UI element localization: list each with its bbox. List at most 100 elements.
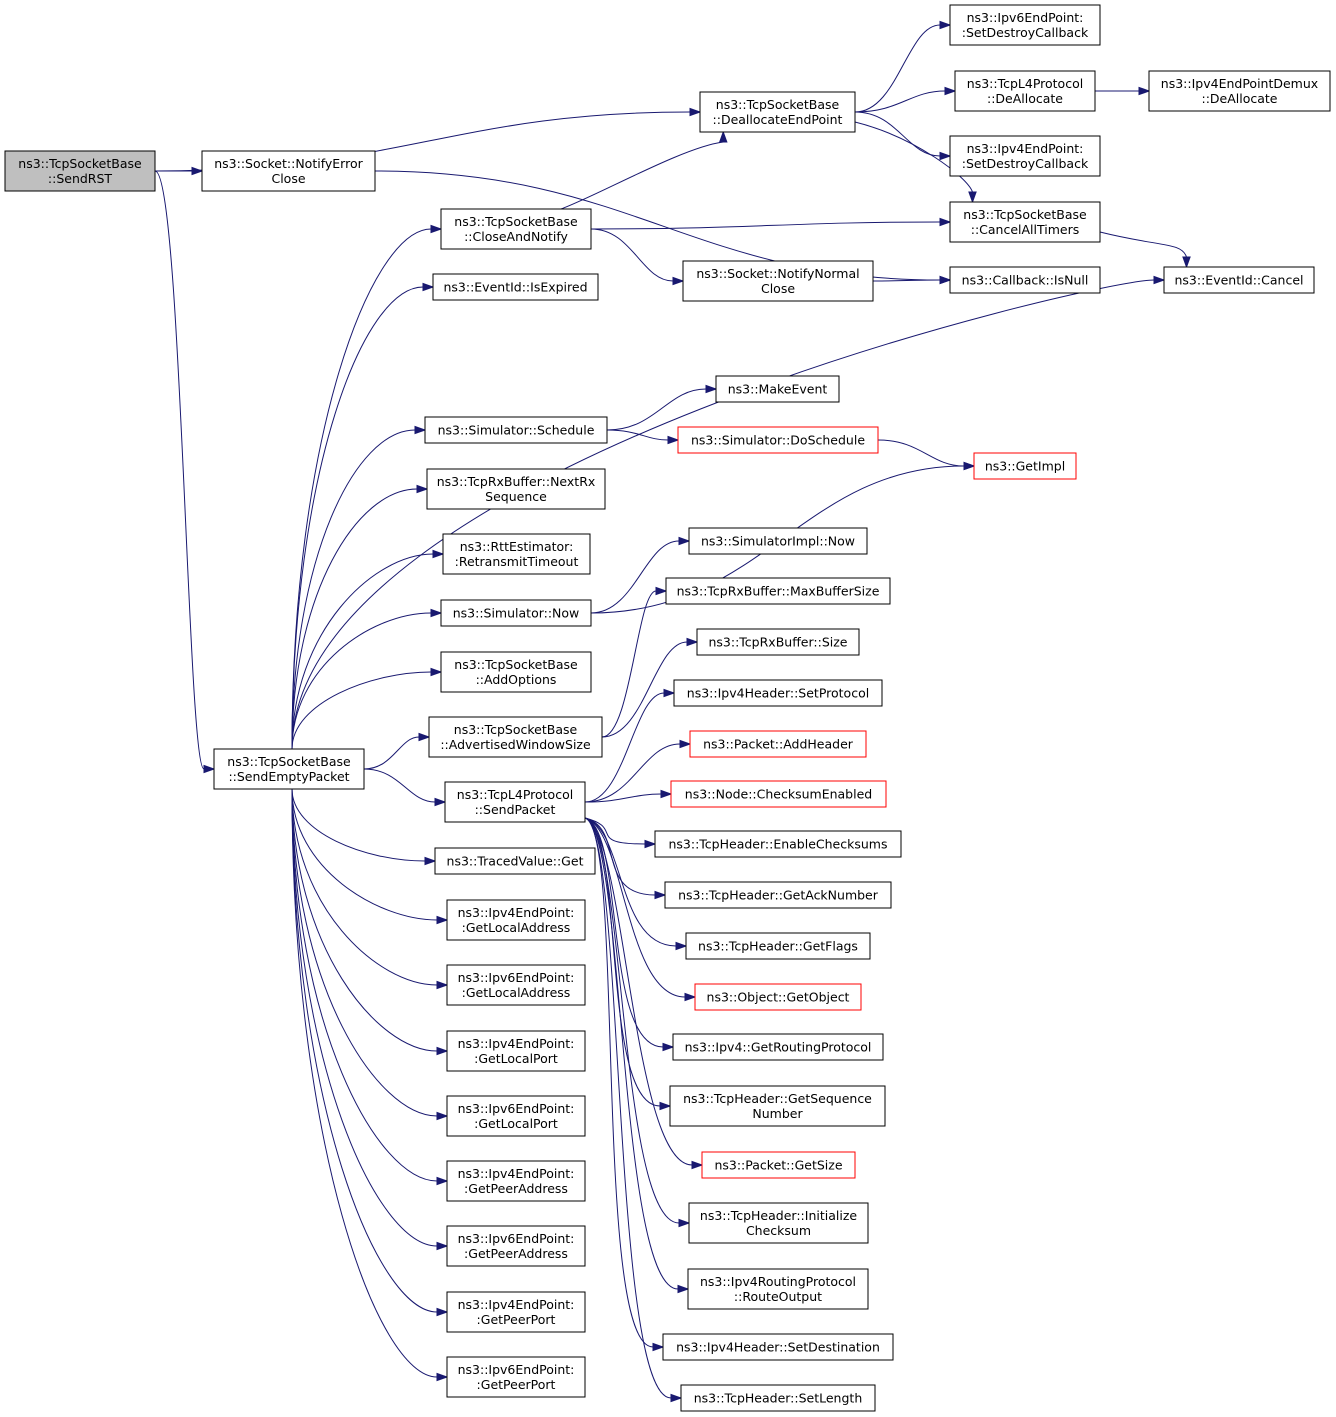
node-box	[444, 781, 586, 823]
node-max-buffer-size[interactable]: ns3::TcpRxBuffer::MaxBufferSize	[665, 577, 891, 605]
edge-send_empty_packet-to-add_options	[291, 667, 443, 750]
node-label-line: :GetLocalPort	[474, 1116, 558, 1131]
node-label-line: ns3::TcpSocketBase	[454, 657, 578, 672]
node-ipv4header-set-protocol[interactable]: ns3::Ipv4Header::SetProtocol	[673, 679, 883, 707]
node-send-rst[interactable]: ns3::TcpSocketBase::SendRST	[4, 150, 156, 192]
arrowhead	[436, 1176, 449, 1186]
node-enable-checksums[interactable]: ns3::TcpHeader::EnableChecksums	[654, 830, 902, 858]
node-box	[701, 1151, 856, 1179]
node-label-line: ns3::Ipv4EndPoint:	[458, 1166, 575, 1181]
node-traced-value-get[interactable]: ns3::TracedValue::Get	[434, 847, 596, 875]
node-ipv6-get-peer-port[interactable]: ns3::Ipv6EndPoint::GetPeerPort	[446, 1356, 586, 1398]
edge-send_empty_packet-to-ipv4_get_peer_port	[291, 788, 449, 1317]
node-label-line: Number	[752, 1106, 803, 1121]
node-label-line: :GetLocalAddress	[462, 920, 571, 935]
node-node-checksum-enabled[interactable]: ns3::Node::ChecksumEnabled	[670, 780, 887, 808]
node-label-line: ns3::Ipv6EndPoint:	[458, 970, 575, 985]
edge-send_empty_packet-to-ipv6_get_peer_port	[291, 788, 449, 1382]
node-box	[446, 1095, 586, 1137]
edge-notify_normal_close-to-callback_is_null	[872, 275, 952, 285]
node-ipv6-get-peer-address[interactable]: ns3::Ipv6EndPoint::GetPeerAddress	[446, 1225, 586, 1267]
node-get-impl[interactable]: ns3::GetImpl	[973, 452, 1077, 480]
node-eventid-is-expired[interactable]: ns3::EventId::IsExpired	[432, 273, 599, 301]
node-simulator-impl-now[interactable]: ns3::SimulatorImpl::Now	[688, 527, 868, 555]
node-simulator-schedule[interactable]: ns3::Simulator::Schedule	[424, 416, 608, 444]
node-ipv4header-set-destination[interactable]: ns3::Ipv4Header::SetDestination	[662, 1333, 894, 1361]
node-label-line: ns3::Ipv4Header::SetProtocol	[687, 686, 869, 701]
node-ipv4-get-local-port[interactable]: ns3::Ipv4EndPoint::GetLocalPort	[446, 1030, 586, 1072]
node-ipv4-get-local-address[interactable]: ns3::Ipv4EndPoint::GetLocalAddress	[446, 899, 586, 941]
node-advertised-window-size[interactable]: ns3::TcpSocketBase::AdvertisedWindowSize	[428, 716, 603, 758]
edge-line	[584, 817, 679, 1290]
node-ipv6-get-local-address[interactable]: ns3::Ipv6EndPoint::GetLocalAddress	[446, 964, 586, 1006]
node-box	[446, 1225, 586, 1267]
node-callback-is-null[interactable]: ns3::Callback::IsNull	[949, 266, 1101, 294]
node-make-event[interactable]: ns3::MakeEvent	[715, 375, 840, 403]
node-route-output[interactable]: ns3::Ipv4RoutingProtocol::RouteOutput	[687, 1268, 869, 1310]
arrowhead	[667, 435, 680, 445]
node-simulator-now[interactable]: ns3::Simulator::Now	[440, 599, 592, 627]
node-label-line: ns3::Ipv6EndPoint:	[458, 1362, 575, 1377]
node-label-line: ::RouteOutput	[734, 1289, 822, 1304]
node-get-flags[interactable]: ns3::TcpHeader::GetFlags	[685, 932, 871, 960]
node-ipv6-set-destroy-callback[interactable]: ns3::Ipv6EndPoint::SetDestroyCallback	[949, 4, 1101, 46]
edge-cancel_all_timers-to-eventid_cancel	[1099, 231, 1191, 269]
arrowhead	[670, 1393, 683, 1403]
node-cancel-all-timers[interactable]: ns3::TcpSocketBase::CancelAllTimers	[949, 201, 1101, 243]
node-packet-get-size[interactable]: ns3::Packet::GetSize	[701, 1151, 856, 1179]
node-tcpl4-send-packet[interactable]: ns3::TcpL4Protocol::SendPacket	[444, 781, 586, 823]
node-close-and-notify[interactable]: ns3::TcpSocketBase::CloseAndNotify	[440, 208, 592, 250]
node-ipv4-get-peer-address[interactable]: ns3::Ipv4EndPoint::GetPeerAddress	[446, 1160, 586, 1202]
node-label-line: ns3::TcpL4Protocol	[457, 787, 573, 802]
edge-tcpl4_send_packet-to-ipv4header_set_protocol	[584, 688, 676, 803]
node-ipv4-demux-deallocate[interactable]: ns3::Ipv4EndPointDemux::DeAllocate	[1148, 70, 1331, 112]
node-label-line: ns3::EventId::IsExpired	[443, 280, 587, 295]
edge-line	[291, 788, 438, 1378]
node-retransmit-timeout[interactable]: ns3::RttEstimator::RetransmitTimeout	[442, 533, 591, 575]
node-simulator-do-schedule[interactable]: ns3::Simulator::DoSchedule	[677, 426, 879, 454]
node-ipv4-get-peer-port[interactable]: ns3::Ipv4EndPoint::GetPeerPort	[446, 1291, 586, 1333]
edge-deallocate_end_point-to-cancel_all_timers	[854, 121, 977, 204]
node-label-line: ns3::Ipv6EndPoint:	[458, 1101, 575, 1116]
arrowhead	[675, 941, 688, 951]
node-label-line: ::AddOptions	[476, 672, 557, 687]
arrowhead	[418, 732, 431, 742]
node-get-routing-protocol[interactable]: ns3::Ipv4::GetRoutingProtocol	[672, 1033, 884, 1061]
node-packet-add-header[interactable]: ns3::Packet::AddHeader	[689, 730, 867, 758]
edge-send_empty_packet-to-advertised_window_size	[363, 732, 431, 770]
node-rx-buffer-size[interactable]: ns3::TcpRxBuffer::Size	[696, 628, 860, 656]
node-label-line: ns3::TcpSocketBase	[454, 214, 578, 229]
edge-line	[584, 817, 661, 1107]
node-tcpheader-set-length[interactable]: ns3::TcpHeader::SetLength	[680, 1384, 876, 1412]
node-object-get-object[interactable]: ns3::Object::GetObject	[694, 983, 862, 1011]
edge-send_empty_packet-to-ipv6_get_local_port	[291, 788, 449, 1121]
arrowhead	[678, 536, 691, 546]
edge-deallocate_end_point-to-ipv6_set_destroy_callback	[854, 20, 952, 113]
node-send-empty-packet[interactable]: ns3::TcpSocketBase::SendEmptyPacket	[213, 748, 365, 790]
arrowhead	[686, 637, 699, 647]
edge-line	[584, 793, 662, 803]
edge-line	[291, 671, 432, 750]
edge-line	[601, 641, 688, 738]
node-eventid-cancel[interactable]: ns3::EventId::Cancel	[1163, 266, 1315, 294]
arrowhead	[939, 217, 952, 227]
node-label-line: ns3::Packet::GetSize	[714, 1158, 842, 1173]
node-get-ack-number[interactable]: ns3::TcpHeader::GetAckNumber	[664, 881, 892, 909]
arrowhead	[944, 86, 957, 96]
arrowhead	[430, 608, 443, 618]
node-ipv6-get-local-port[interactable]: ns3::Ipv6EndPoint::GetLocalPort	[446, 1095, 586, 1137]
node-ipv4-set-destroy-callback[interactable]: ns3::Ipv4EndPoint::SetDestroyCallback	[949, 135, 1101, 177]
node-tcpl4-deallocate[interactable]: ns3::TcpL4Protocol::DeAllocate	[954, 70, 1096, 112]
node-add-options[interactable]: ns3::TcpSocketBase::AddOptions	[440, 651, 592, 693]
edge-line	[606, 388, 707, 431]
edge-line	[291, 788, 438, 1117]
node-box	[654, 830, 902, 858]
node-label-line: :GetPeerAddress	[464, 1181, 568, 1196]
edge-line	[291, 788, 438, 986]
node-deallocate-end-point[interactable]: ns3::TcpSocketBase::DeallocateEndPoint	[699, 91, 856, 133]
